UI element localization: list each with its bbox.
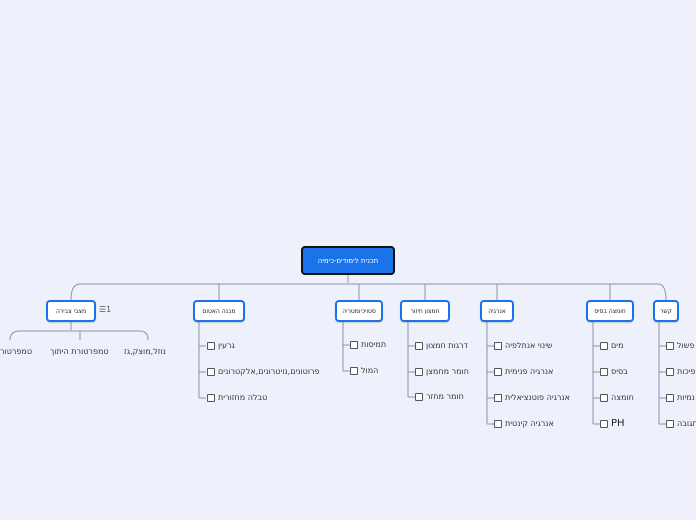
leaf-label: מים xyxy=(611,341,624,350)
leaf-item[interactable]: טבלה מחזורית xyxy=(207,393,267,402)
leaf-item[interactable]: נמיות xyxy=(666,393,695,402)
leaf-label: אנרגיה פנימית xyxy=(505,367,554,376)
leaf-item[interactable]: טמפרטורת היתוך xyxy=(50,347,109,356)
branch-energy[interactable]: אנרגיה xyxy=(480,300,514,322)
branch-label: אנרגיה xyxy=(488,307,506,315)
branch-phase-change[interactable]: מצבי צבירה xyxy=(46,300,96,322)
branch-atom-structure[interactable]: מבנה האטום xyxy=(193,300,245,322)
checkbox-icon[interactable] xyxy=(494,393,502,402)
leaf-label: נמיות xyxy=(677,393,695,402)
leaf-item[interactable]: פשול xyxy=(666,341,694,350)
checkbox-icon[interactable] xyxy=(350,340,358,349)
leaf-label: פרוטונים,נויטרונים,אלקטרונים xyxy=(218,367,320,376)
branch-acid-base[interactable]: חומצה בסיס xyxy=(586,300,634,322)
leaf-label: המול xyxy=(361,366,379,375)
notes-count: 1 xyxy=(106,305,112,314)
leaf-item[interactable]: חומצה xyxy=(600,393,634,402)
checkbox-icon[interactable] xyxy=(666,419,674,428)
leaf-label: PH xyxy=(611,418,625,429)
branch-label: קשר xyxy=(660,307,672,315)
leaf-item[interactable]: אנרגיה פוטנציאלית xyxy=(494,393,570,402)
checkbox-icon[interactable] xyxy=(600,367,608,376)
leaf-label: גרעין xyxy=(218,341,235,350)
leaf-label: אנרגיה פוטנציאלית xyxy=(505,393,570,402)
leaf-label: טבלה מחזורית xyxy=(218,393,268,402)
notes-list-icon[interactable]: ☰1 xyxy=(99,305,111,314)
branch-redox[interactable]: חמצון חיזור xyxy=(400,300,450,322)
leaf-label: בסיס xyxy=(611,367,628,376)
leaf-label: תגובה xyxy=(677,419,696,428)
leaf-item[interactable]: תגובה xyxy=(666,419,696,428)
branch-bonding[interactable]: קשר xyxy=(653,300,679,322)
checkbox-icon[interactable] xyxy=(494,367,502,376)
leaf-item[interactable]: אנרגיה קינטית xyxy=(494,419,554,428)
leaf-label: חומר מחמצן xyxy=(426,367,469,376)
checkbox-icon[interactable] xyxy=(600,341,608,350)
checkbox-icon[interactable] xyxy=(666,367,674,376)
root-label: תכנית לימודים-כימיה xyxy=(317,256,379,265)
checkbox-icon[interactable] xyxy=(207,367,215,376)
leaf-item[interactable]: PH xyxy=(600,418,625,429)
leaf-item[interactable]: דרגות חמצון xyxy=(415,341,468,350)
checkbox-icon[interactable] xyxy=(415,367,423,376)
branch-label: חמצון חיזור xyxy=(410,307,440,315)
leaf-label: חומצה xyxy=(611,393,634,402)
root-node[interactable]: תכנית לימודים-כימיה xyxy=(301,246,395,275)
leaf-label: פשול xyxy=(677,341,695,350)
branch-label: מבנה האטום xyxy=(202,307,236,315)
checkbox-icon[interactable] xyxy=(666,341,674,350)
checkbox-icon[interactable] xyxy=(494,341,502,350)
leaf-item[interactable]: פרוטונים,נויטרונים,אלקטרונים xyxy=(207,367,320,376)
leaf-item[interactable]: גרעין xyxy=(207,341,235,350)
branch-stoichiometry[interactable]: סטויכיומטריה xyxy=(335,300,383,322)
leaf-label: פיכות xyxy=(677,367,696,376)
leaf-item[interactable]: חומר מחמצן xyxy=(415,367,469,376)
checkbox-icon[interactable] xyxy=(494,419,502,428)
leaf-item[interactable]: מים xyxy=(600,341,624,350)
checkbox-icon[interactable] xyxy=(666,393,674,402)
checkbox-icon[interactable] xyxy=(415,341,423,350)
leaf-item[interactable]: פיכות xyxy=(666,367,695,376)
checkbox-icon[interactable] xyxy=(207,341,215,350)
leaf-item[interactable]: טמפרטור xyxy=(0,347,33,356)
leaf-label: חומר מחזר xyxy=(426,392,464,401)
checkbox-icon[interactable] xyxy=(207,393,215,402)
leaf-item[interactable]: בסיס xyxy=(600,367,628,376)
leaf-item[interactable]: המול xyxy=(350,366,378,375)
branch-label: חומצה בסיס xyxy=(594,307,626,315)
branch-label: סטויכיומטריה xyxy=(342,307,376,315)
checkbox-icon[interactable] xyxy=(415,392,423,401)
leaf-label: שינוי אנתלפיה xyxy=(505,341,553,350)
leaf-item[interactable]: שינוי אנתלפיה xyxy=(494,341,553,350)
checkbox-icon[interactable] xyxy=(350,366,358,375)
leaf-item[interactable]: אנרגיה פנימית xyxy=(494,367,553,376)
checkbox-icon[interactable] xyxy=(600,393,608,402)
checkbox-icon[interactable] xyxy=(600,419,608,428)
leaf-label: דרגות חמצון xyxy=(426,341,468,350)
leaf-item[interactable]: חומר מחזר xyxy=(415,392,464,401)
branch-label: מצבי צבירה xyxy=(55,307,87,315)
leaf-item[interactable]: תמיסות xyxy=(350,340,386,349)
leaf-item[interactable]: נוזל,מוצק,גז xyxy=(124,347,166,356)
leaf-label: אנרגיה קינטית xyxy=(505,419,554,428)
leaf-label: תמיסות xyxy=(361,340,387,349)
notes-glyph: ☰ xyxy=(99,305,107,314)
